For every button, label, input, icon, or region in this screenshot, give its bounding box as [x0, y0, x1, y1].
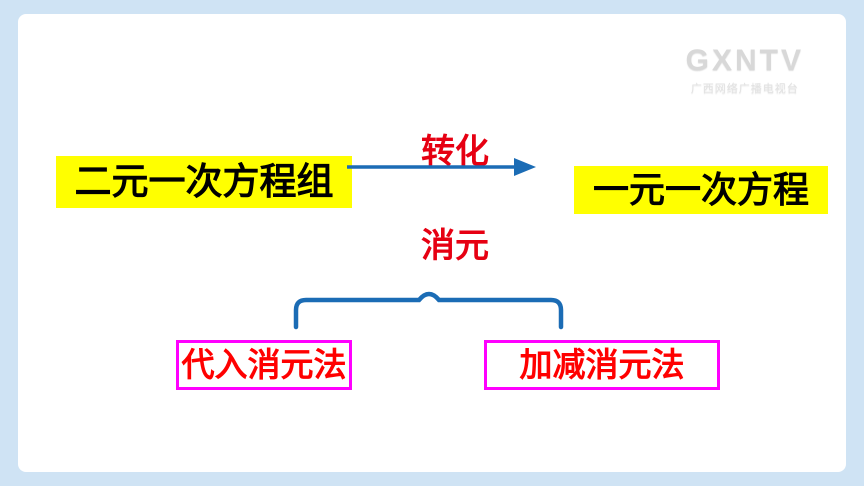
- method-addition-subtraction-elimination: 加减消元法: [484, 340, 720, 390]
- watermark-subtitle: 广西网络广播电视台: [690, 83, 799, 95]
- node-one-variable-equation: 一元一次方程: [574, 166, 828, 214]
- label-eliminate: 消元: [421, 227, 489, 265]
- node-two-variable-system: 二元一次方程组: [56, 156, 352, 208]
- label-transform: 转化: [421, 133, 489, 171]
- slide-panel: GXNTV 广西网络广播电视台 二元一次方程组 转化 一元一次方程 消元 代入消…: [18, 14, 846, 472]
- watermark-logo: GXNTV: [685, 44, 804, 77]
- watermark: GXNTV 广西网络广播电视台: [686, 44, 804, 96]
- method-substitution-elimination: 代入消元法: [176, 340, 352, 390]
